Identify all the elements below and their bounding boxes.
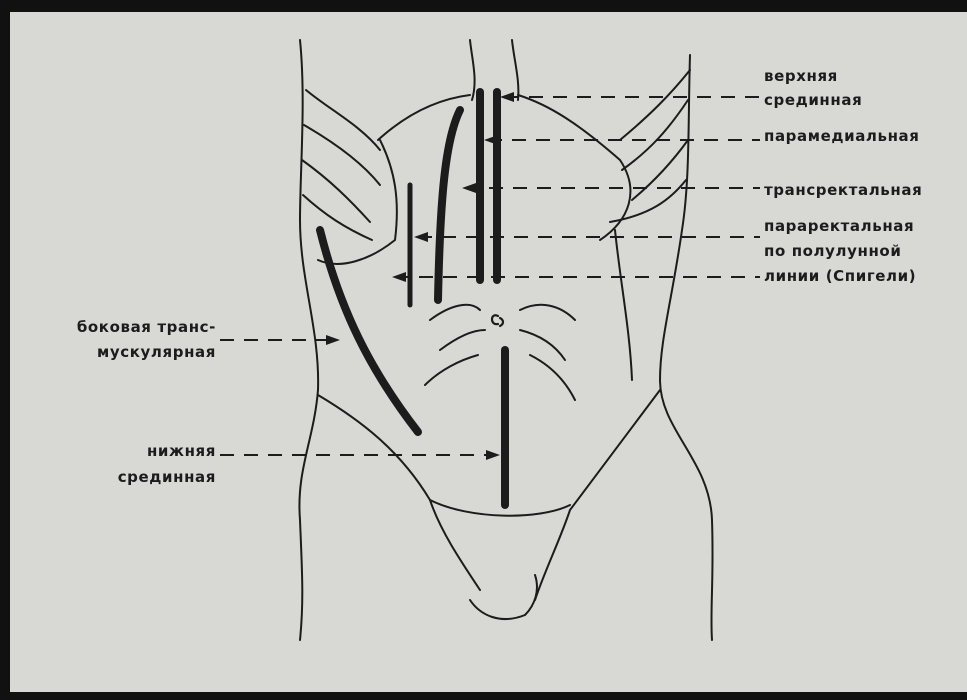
label-upper-median-2: срединная bbox=[764, 90, 862, 111]
arrowhead-pararectal-2 bbox=[392, 272, 406, 282]
label-lateral-1: боковая транс- bbox=[18, 317, 216, 338]
rib-left-2 bbox=[304, 125, 380, 185]
rib-right-1 bbox=[620, 70, 690, 140]
arrowhead-paramedian bbox=[484, 135, 498, 145]
arrowhead-pararectal-1 bbox=[414, 232, 428, 242]
label-paramedian: парамедиальная bbox=[764, 126, 920, 147]
label-transrectal: трансректальная bbox=[764, 180, 922, 201]
rib-left-1 bbox=[306, 90, 380, 150]
navel-icon bbox=[492, 315, 503, 326]
screen-top-border bbox=[0, 0, 967, 12]
screen-bottom-border bbox=[0, 692, 967, 700]
label-pararectal-2: по полулунной bbox=[764, 241, 901, 262]
incision-transrectal bbox=[438, 110, 460, 300]
label-lower-median-2: срединная bbox=[18, 467, 216, 488]
arrowhead-upper-median bbox=[500, 92, 514, 102]
arrowhead-transrectal bbox=[462, 183, 476, 193]
rib-right-2 bbox=[622, 100, 688, 170]
costal-arch bbox=[318, 95, 630, 264]
inguinal-line-left bbox=[318, 395, 480, 590]
label-pararectal-3: линии (Спигели) bbox=[764, 266, 916, 287]
arrowhead-lateral bbox=[326, 335, 340, 345]
screen-left-border bbox=[0, 0, 10, 700]
rib-left-4 bbox=[303, 195, 372, 240]
label-pararectal-1: параректальная bbox=[764, 216, 914, 237]
rib-left-3 bbox=[302, 160, 370, 222]
incision-lateral-transmuscular bbox=[320, 230, 418, 432]
inguinal-line-right bbox=[535, 390, 660, 600]
rib-right-3 bbox=[632, 140, 688, 200]
book-page: верхняя срединная парамедиальная трансре… bbox=[10, 12, 967, 692]
label-lateral-2: мускулярная bbox=[18, 342, 216, 363]
label-lower-median-1: нижняя bbox=[18, 441, 216, 462]
linea-semilunaris-right bbox=[615, 230, 632, 380]
arrowhead-lower-median bbox=[486, 450, 500, 460]
label-upper-median-1: верхняя bbox=[764, 66, 838, 87]
pubic-outline bbox=[430, 500, 570, 619]
